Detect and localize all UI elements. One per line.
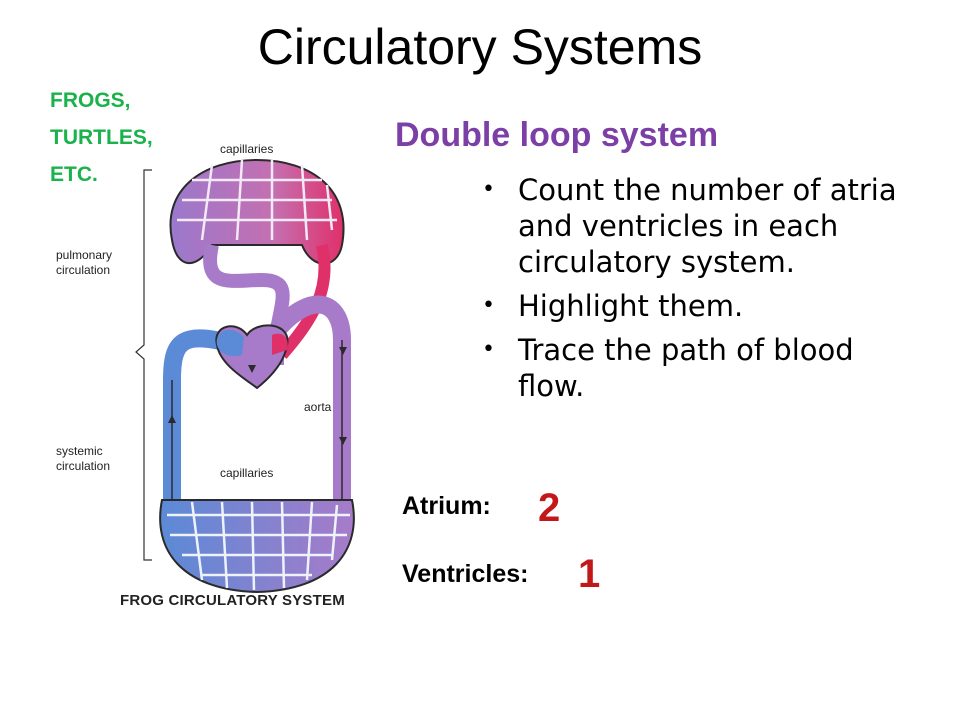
slide-title: Circulatory Systems: [257, 19, 703, 75]
pulmonary-bracket: [135, 169, 152, 362]
list-item-text: Count the number of atria and ventricles…: [518, 173, 897, 279]
pulmonary-mesh: [177, 159, 337, 241]
animal-label-line: TURTLES,: [50, 126, 153, 149]
label-aorta: aorta: [304, 400, 332, 414]
animal-label-line: FROGS,: [50, 89, 131, 112]
ventricles-label: Ventricles:: [402, 560, 529, 588]
slide-subtitle: Double loop system: [395, 116, 719, 154]
diagram-caption: FROG CIRCULATORY SYSTEM: [120, 592, 345, 609]
atrium-count: 2: [538, 486, 561, 530]
label-line: circulation: [56, 263, 111, 277]
label-pulmonary-circulation: pulmonary circulation: [56, 248, 112, 278]
label-line: pulmonary: [56, 248, 113, 262]
list-item-text: Trace the path of blood flow.: [518, 333, 854, 403]
circulation-drawing: [135, 158, 355, 594]
right-atrium: [216, 329, 244, 357]
pulmonary-vein: [203, 243, 290, 365]
label-line: systemic: [56, 444, 103, 458]
label-systemic-circulation: systemic circulation: [56, 444, 110, 474]
systemic-bracket: [143, 362, 152, 561]
flow-arrows: [168, 347, 347, 445]
instruction-list: • Count the number of atria and ventricle…: [482, 172, 922, 412]
left-atrium: [272, 333, 288, 355]
frog-circulatory-diagram: capillaries pulmonary circulation aorta …: [32, 130, 402, 630]
bullet-icon: •: [482, 337, 495, 362]
animal-label-line: ETC.: [50, 163, 98, 186]
list-item: • Count the number of atria and ventricle…: [482, 172, 922, 280]
label-capillaries-bottom: capillaries: [220, 466, 274, 480]
bullet-icon: •: [482, 177, 495, 202]
systemic-loop-outline: [171, 340, 343, 500]
systemic-loop-right: [270, 295, 351, 500]
list-item: • Trace the path of blood flow.: [482, 332, 922, 404]
bullet-icon: •: [482, 293, 495, 318]
atrium-label: Atrium:: [402, 492, 491, 520]
list-item: • Highlight them.: [482, 288, 922, 324]
systemic-capillary-bed: [159, 499, 355, 594]
list-item-text: Highlight them.: [518, 289, 744, 323]
label-capillaries-top: capillaries: [220, 142, 274, 156]
label-line: circulation: [56, 459, 111, 473]
animal-group-label: FROGS, TURTLES, ETC.: [50, 82, 153, 193]
ventricles-count: 1: [578, 552, 601, 596]
systemic-mesh: [167, 501, 350, 591]
